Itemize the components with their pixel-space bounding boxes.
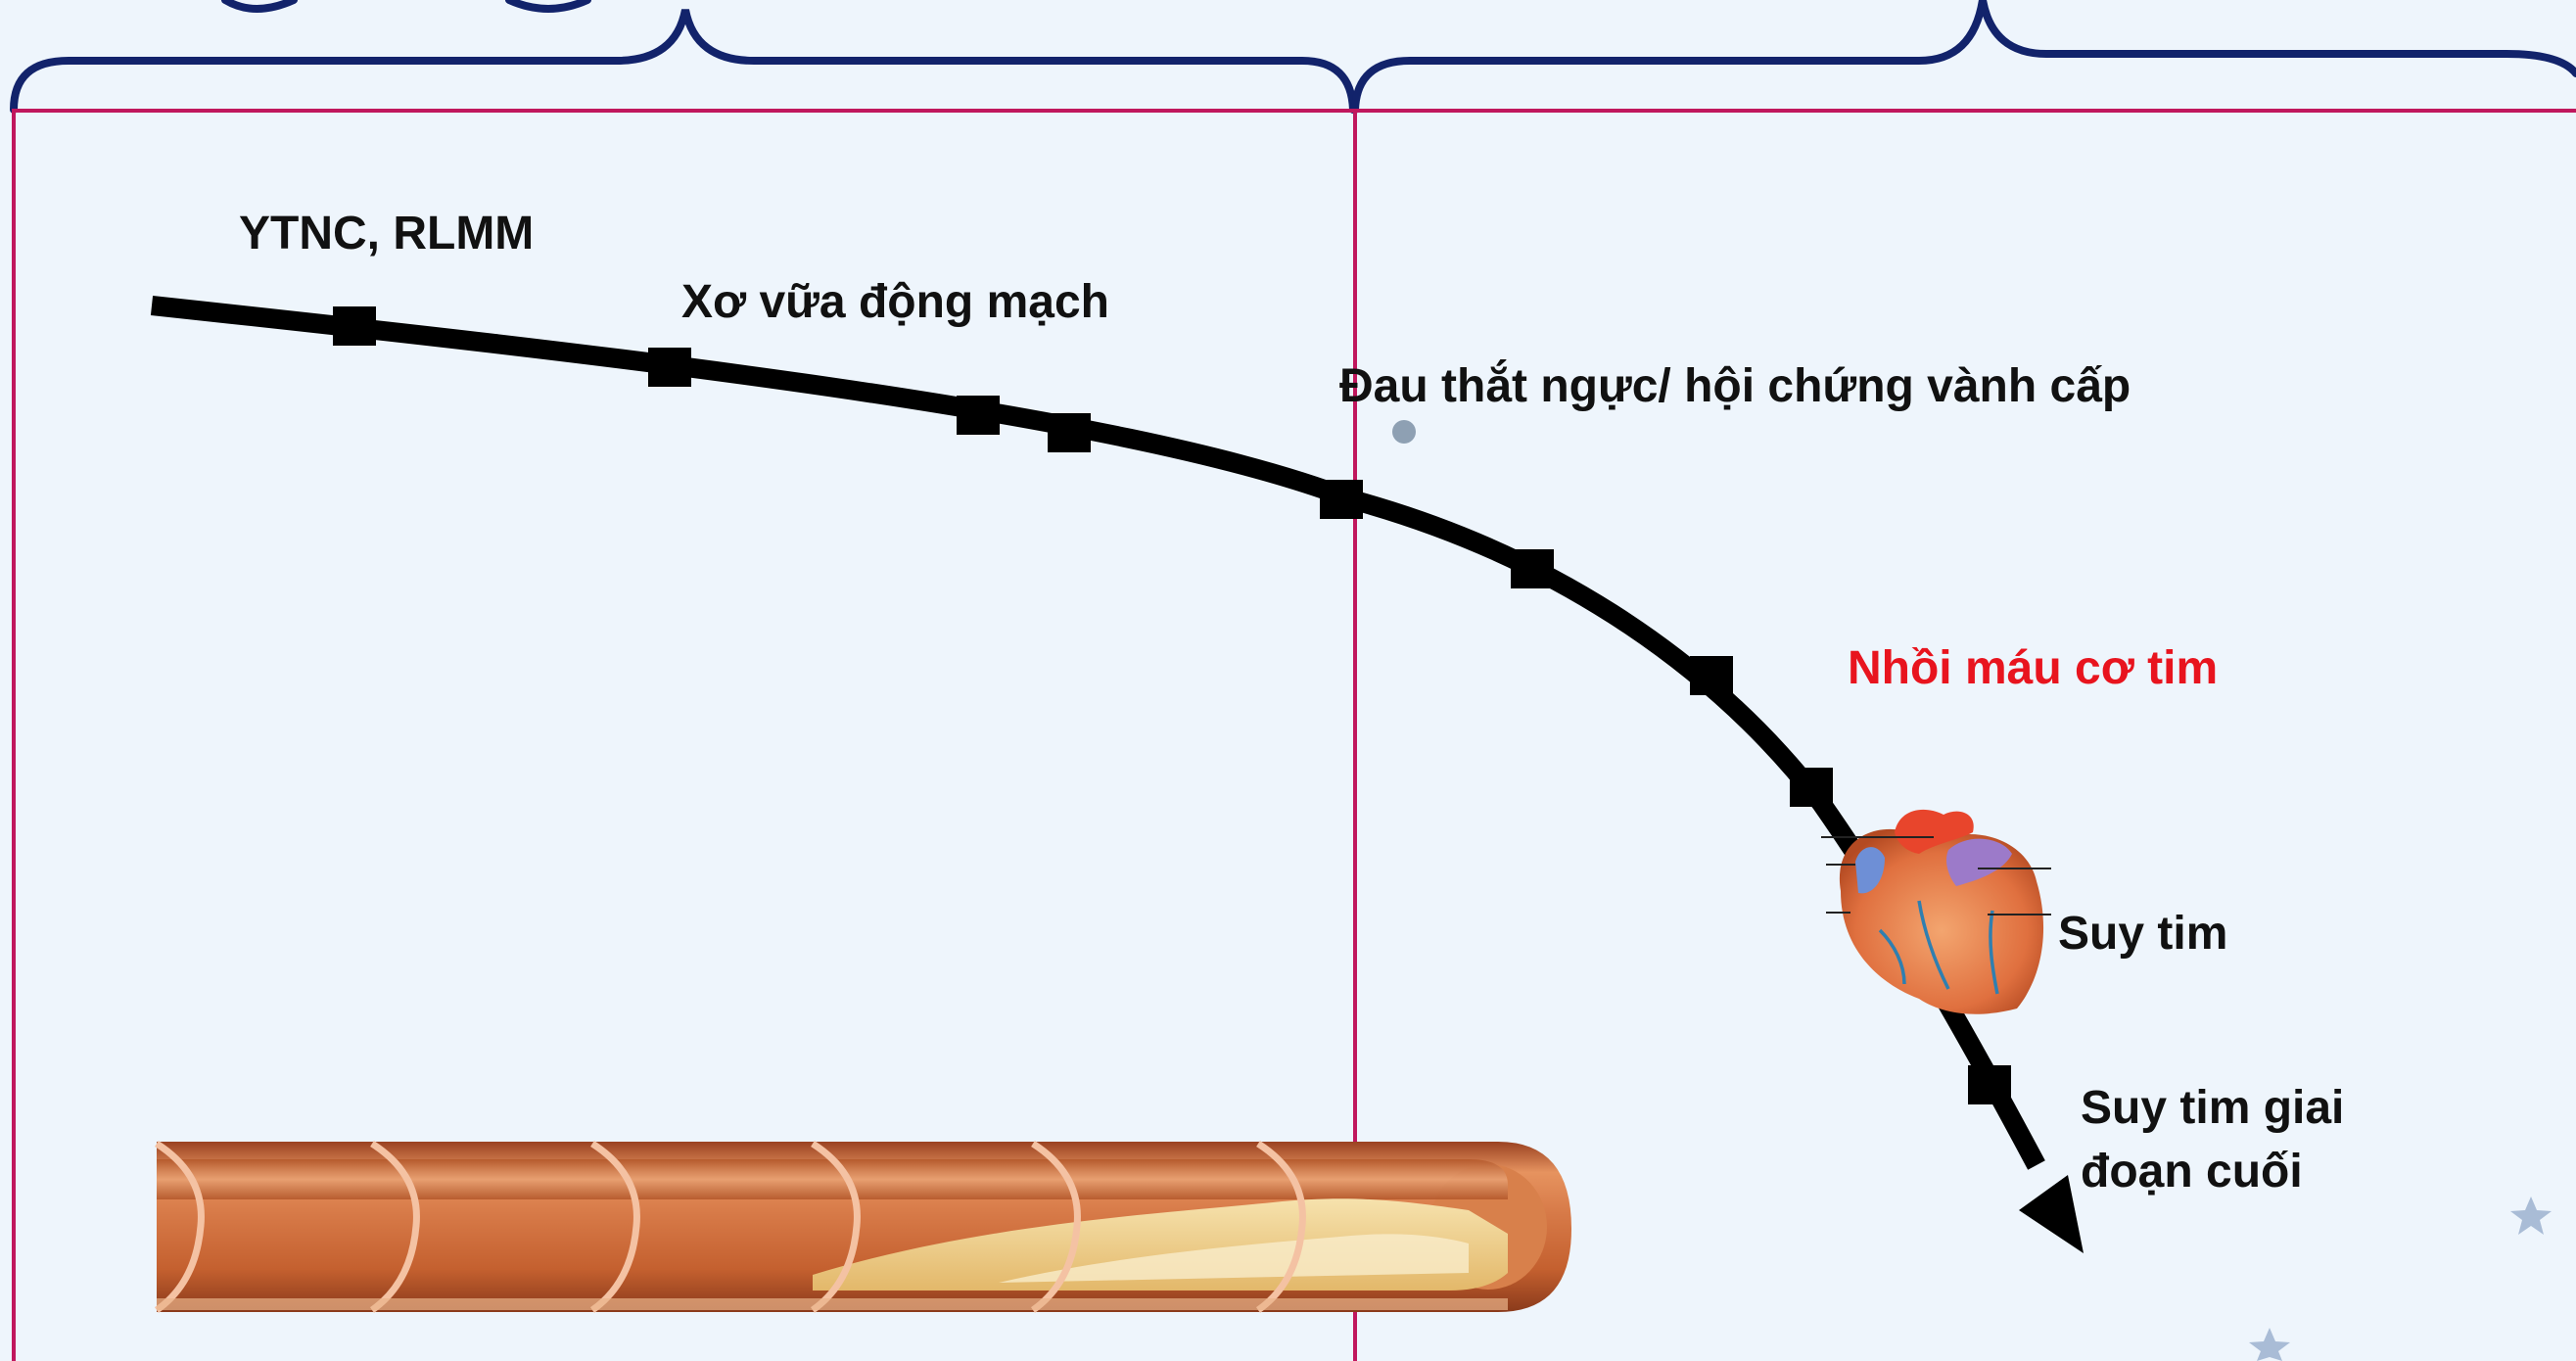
curve-markers: [333, 306, 2011, 1104]
decorative-stars: [2249, 1197, 2552, 1361]
curve-arrowhead: [2019, 1175, 2084, 1253]
label-ytnc-rlmm: YTNC, RLMM: [239, 206, 534, 262]
curve-marker: [1968, 1065, 2011, 1104]
label-end-stage-heart-failure: Suy tim giai đoạn cuối: [2081, 1077, 2374, 1204]
curve-marker: [1320, 480, 1363, 519]
curve-marker: [648, 348, 691, 387]
label-heart-failure: Suy tim: [2058, 906, 2227, 962]
curve-marker: [1048, 413, 1091, 452]
progression-curve: [152, 305, 2084, 1253]
curve-line: [152, 305, 2037, 1165]
artery-illustration: [157, 1142, 1571, 1312]
label-myocardial-infarction: Nhồi máu cơ tim: [1848, 640, 2218, 697]
curve-marker: [333, 306, 376, 346]
top-brackets: [14, 0, 2576, 110]
label-atherosclerosis: Xơ vữa động mạch: [681, 274, 1109, 331]
curve-marker: [957, 396, 1000, 435]
curve-marker: [1511, 549, 1554, 588]
star-icon: [2510, 1197, 2552, 1235]
artery-lumen: [157, 1159, 1508, 1199]
bracket-right: [1355, 0, 2576, 110]
label-angina-acs: Đau thắt ngực/ hội chứng vành cấp: [1339, 358, 2131, 415]
curve-marker: [1690, 656, 1733, 695]
bracket-top-stub: [225, 0, 587, 9]
curve-marker: [1790, 768, 1833, 807]
bracket-left: [14, 10, 1353, 110]
star-icon: [2249, 1328, 2290, 1361]
small-dot: [1392, 420, 1416, 444]
artery-bottom-layer: [157, 1298, 1508, 1310]
